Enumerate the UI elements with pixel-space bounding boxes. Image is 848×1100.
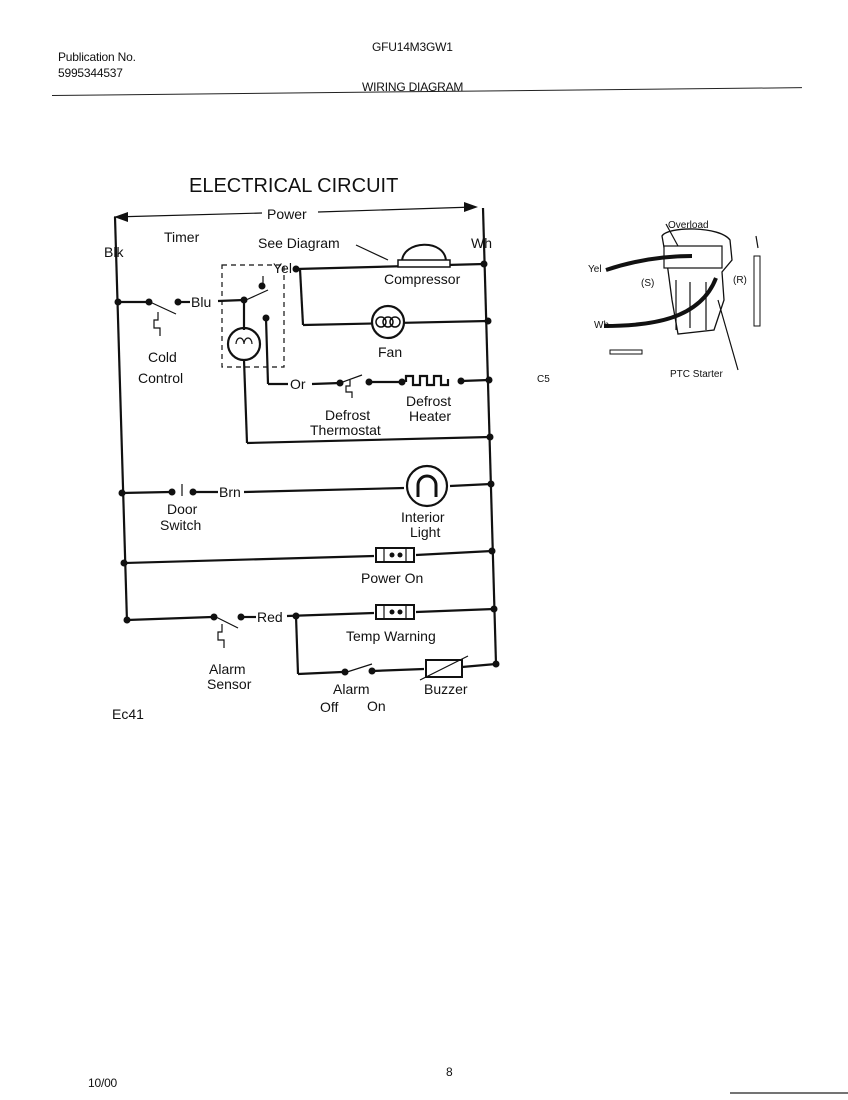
publication-number: 5995344537 (58, 66, 123, 80)
defrost-row (311, 374, 493, 398)
power-on-label: Power On (361, 570, 423, 586)
door-switch-label-1: Door (167, 501, 198, 517)
blk-label: Blk (104, 244, 124, 260)
power-on-indicator-icon (375, 547, 415, 563)
temp-warning-label: Temp Warning (346, 628, 436, 644)
alarm-sensor-label-1: Alarm (209, 661, 246, 677)
cold-control-label-2: Control (138, 370, 183, 386)
red-label: Red (257, 609, 283, 625)
interior-light-label-2: Light (410, 524, 440, 540)
cold-control-branch (114, 276, 494, 445)
brn-label: Brn (219, 484, 241, 500)
inset-wh-label: Wh (594, 320, 609, 331)
door-light-row (118, 480, 495, 497)
defrost-thermostat-label-1: Defrost (325, 407, 370, 423)
interior-light-icon (405, 464, 449, 508)
alarm-off-label: Off (320, 699, 339, 715)
publication-label: Publication No. (58, 50, 136, 64)
alarm-row (123, 605, 500, 676)
diagram-code: Ec41 (112, 706, 144, 722)
power-label: Power (267, 206, 307, 222)
interior-light-label-1: Interior (401, 509, 445, 525)
buzzer-icon (419, 655, 469, 681)
alarm-switch-label: Alarm (333, 681, 370, 697)
inset-code: C5 (537, 374, 550, 385)
wh-label: Wh (471, 235, 492, 251)
or-label: Or (290, 376, 306, 392)
temp-warning-indicator-icon (375, 604, 415, 620)
defrost-thermostat-label-2: Thermostat (310, 422, 381, 438)
section-title: WIRING DIAGRAM (362, 80, 464, 94)
fan-icon (370, 304, 406, 340)
defrost-heater-label-2: Heater (409, 408, 451, 424)
timer-box (221, 264, 285, 368)
footer-date: 10/00 (88, 1076, 118, 1090)
alarm-on-label: On (367, 698, 386, 714)
page-number: 8 (446, 1065, 453, 1079)
defrost-heater-icon (404, 374, 450, 387)
blu-label: Blu (191, 294, 211, 310)
compressor-label: Compressor (384, 271, 461, 287)
defrost-heater-label-1: Defrost (406, 393, 451, 409)
alarm-sensor-label-2: Sensor (207, 676, 252, 692)
door-switch-label-2: Switch (160, 517, 201, 533)
see-diagram-label: See Diagram (258, 235, 340, 251)
cold-control-label-1: Cold (148, 349, 177, 365)
fan-label: Fan (378, 344, 402, 360)
inset-r-label: (R) (733, 275, 747, 286)
power-on-row (120, 547, 496, 567)
inset-yel-label: Yel (588, 264, 602, 275)
model-number: GFU14M3GW1 (372, 40, 453, 54)
inset-overload-label: Overload (668, 220, 709, 231)
yel-label: Yel (273, 260, 292, 276)
see-diagram-arrow (355, 244, 389, 261)
inset-ptc-starter-label: PTC Starter (670, 369, 723, 380)
timer-label: Timer (164, 229, 200, 245)
diagram-title: ELECTRICAL CIRCUIT (189, 175, 398, 197)
inset-s-label: (S) (641, 278, 654, 289)
ptc-starter-inset (603, 223, 761, 371)
power-arrow (113, 202, 478, 222)
compressor-icon (397, 243, 451, 268)
buzzer-label: Buzzer (424, 681, 468, 697)
